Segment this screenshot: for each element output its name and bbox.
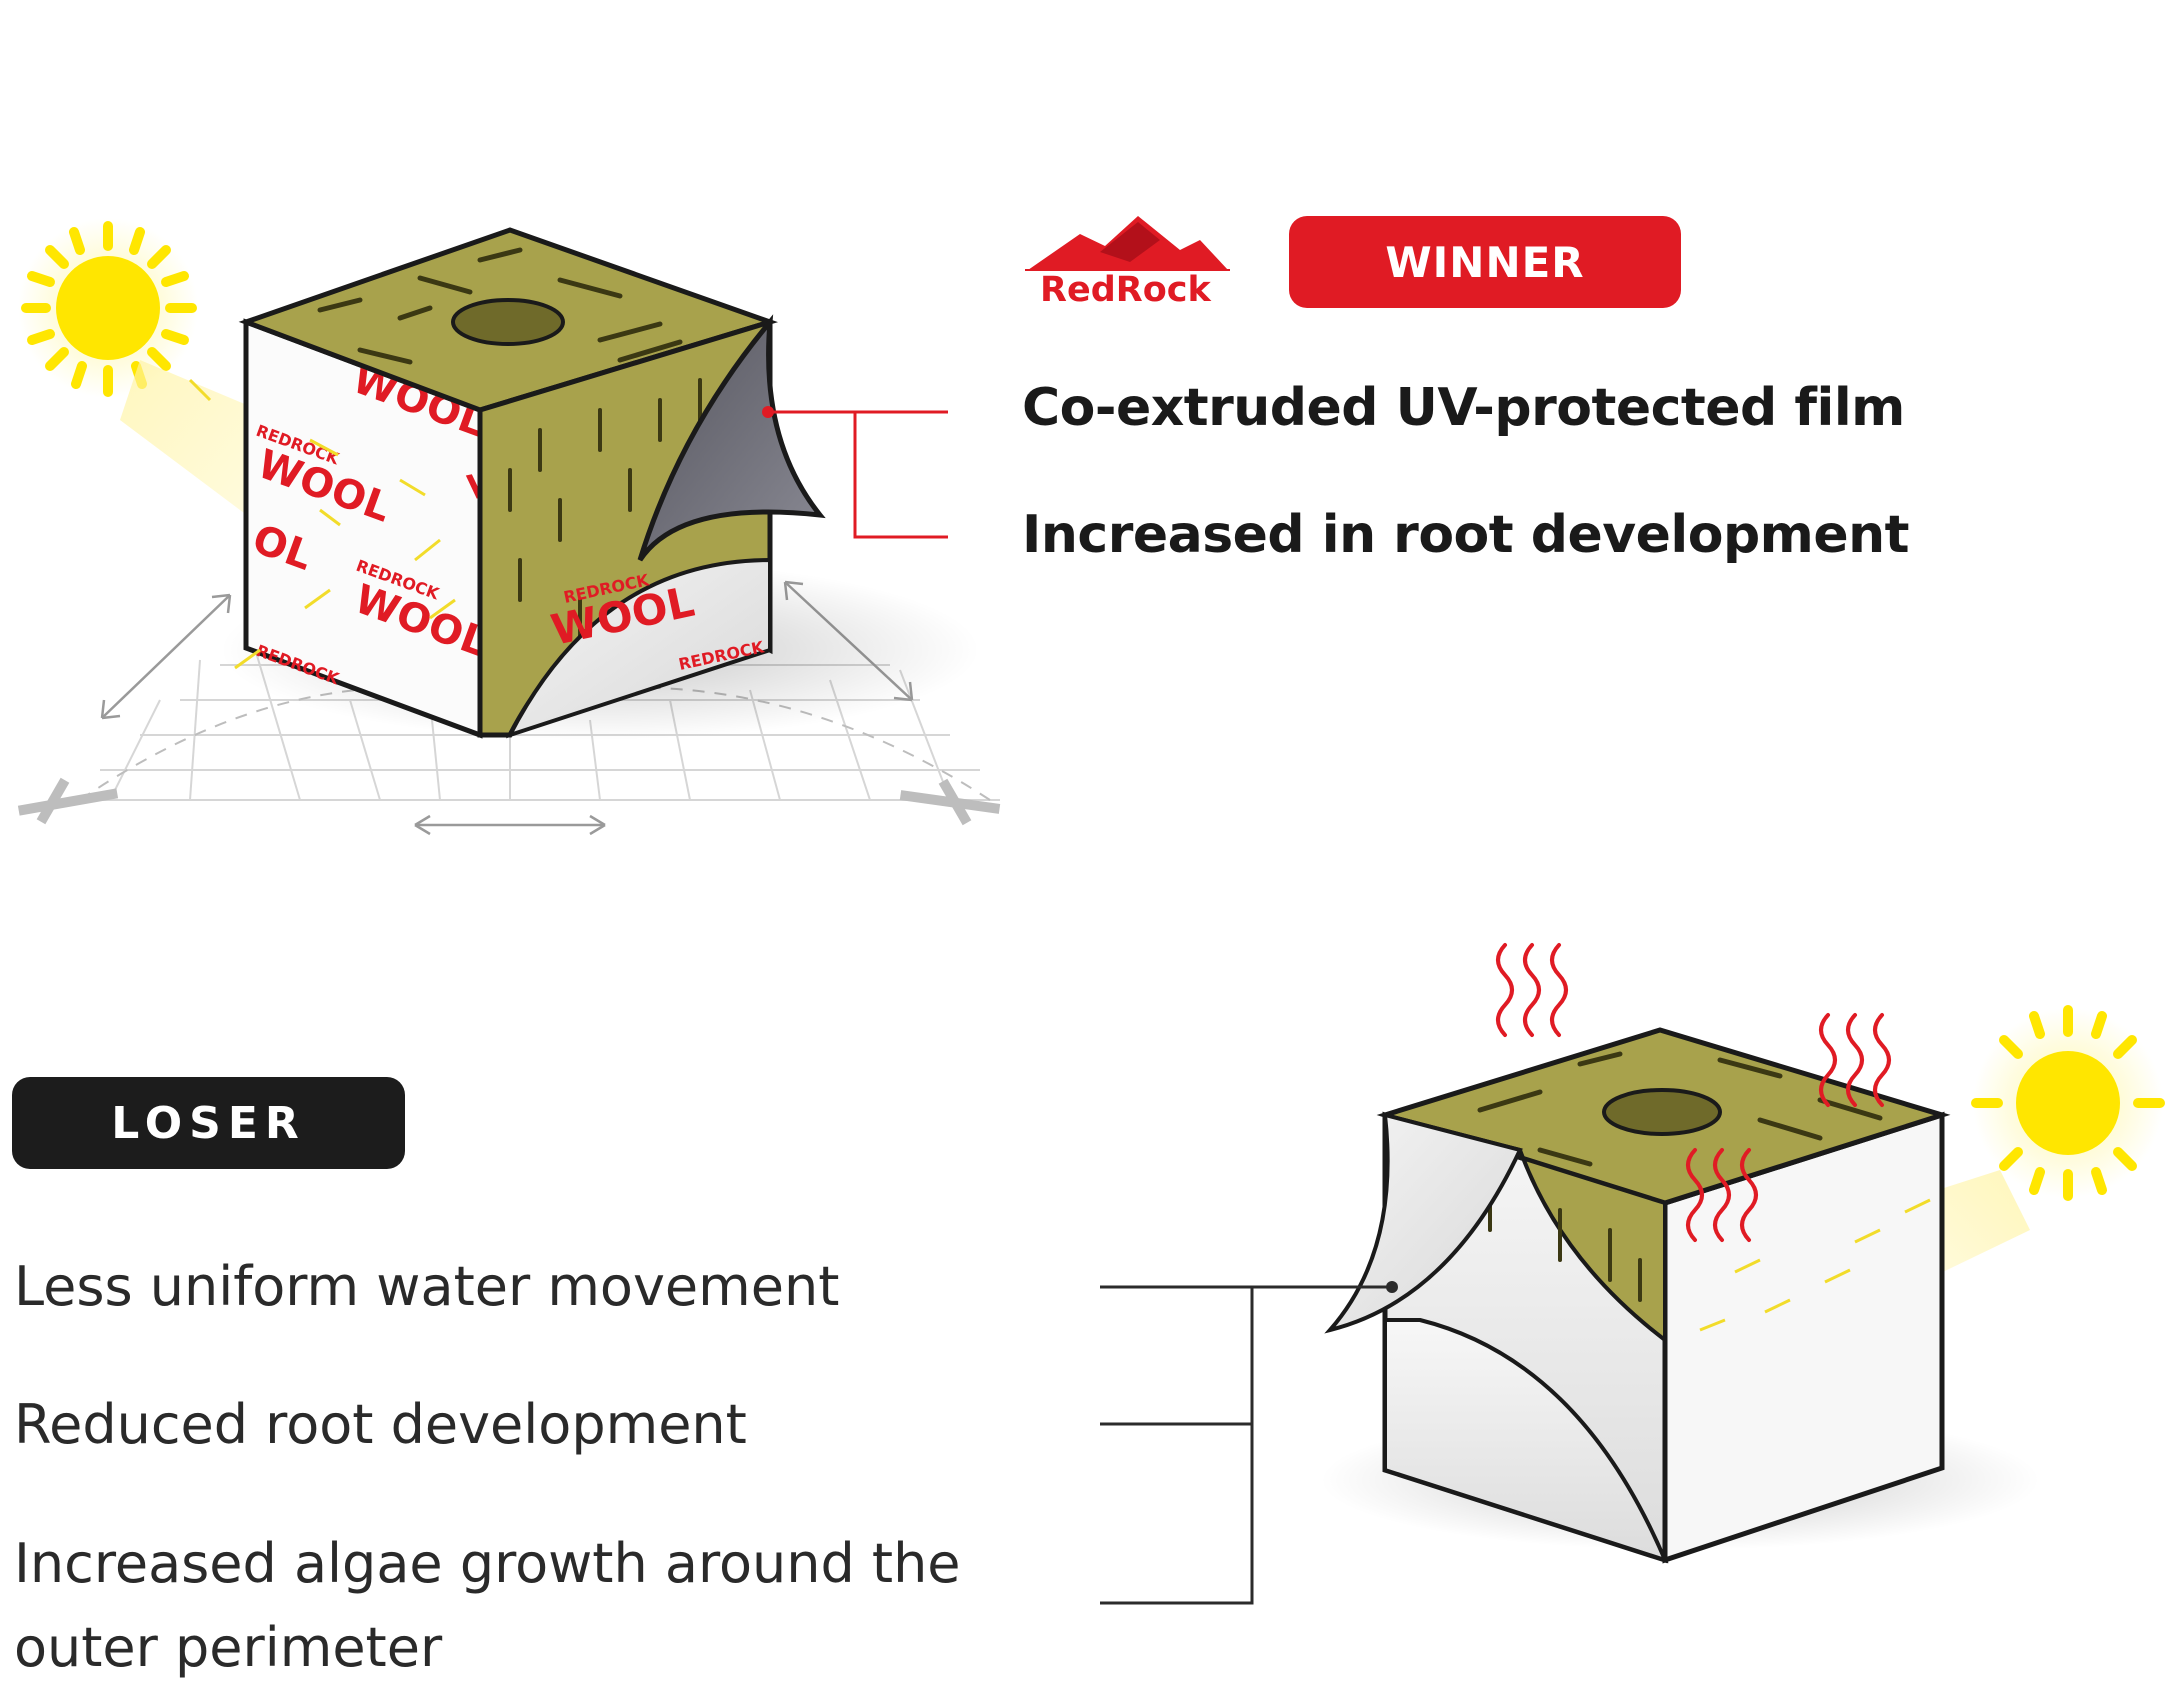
loser-feature-water-movement: Less uniform water movement: [14, 1255, 840, 1318]
winner-illustration: WOOL REDROCK WOOL OL REDROCK WOOL REDROC…: [17, 218, 1001, 836]
brand-name: RedRock: [1040, 270, 1211, 310]
loser-feature-algae-growth: Increased algae growth around the outer …: [14, 1532, 961, 1679]
winner-connector: [762, 406, 948, 539]
heat-wave-icon: [1496, 943, 1568, 1037]
sun-icon: [1971, 1005, 2165, 1201]
corner-cross-right: [899, 778, 1001, 826]
loser-feature-root-development: Reduced root development: [14, 1393, 747, 1456]
sun-icon: [18, 218, 198, 398]
loser-badge: LOSER: [12, 1077, 405, 1169]
winner-feature-root-development: Increased in root development: [1022, 505, 1910, 565]
mountain-logo-icon: [1025, 216, 1230, 271]
winner-badge: WINNER: [1289, 216, 1681, 308]
rockwool-cube-icon: [1324, 1027, 1951, 1564]
heat-wave-icon: [1686, 1148, 1758, 1242]
heat-wave-icon: [1819, 1013, 1891, 1107]
rockwool-cube-icon: WOOL REDROCK WOOL OL REDROCK WOOL REDROC…: [188, 227, 826, 739]
winner-feature-uv-film: Co-extruded UV-protected film: [1022, 378, 1905, 438]
loser-illustration: [1100, 943, 2165, 1605]
corner-cross-left: [17, 777, 119, 825]
loser-connector: [1100, 1281, 1398, 1605]
